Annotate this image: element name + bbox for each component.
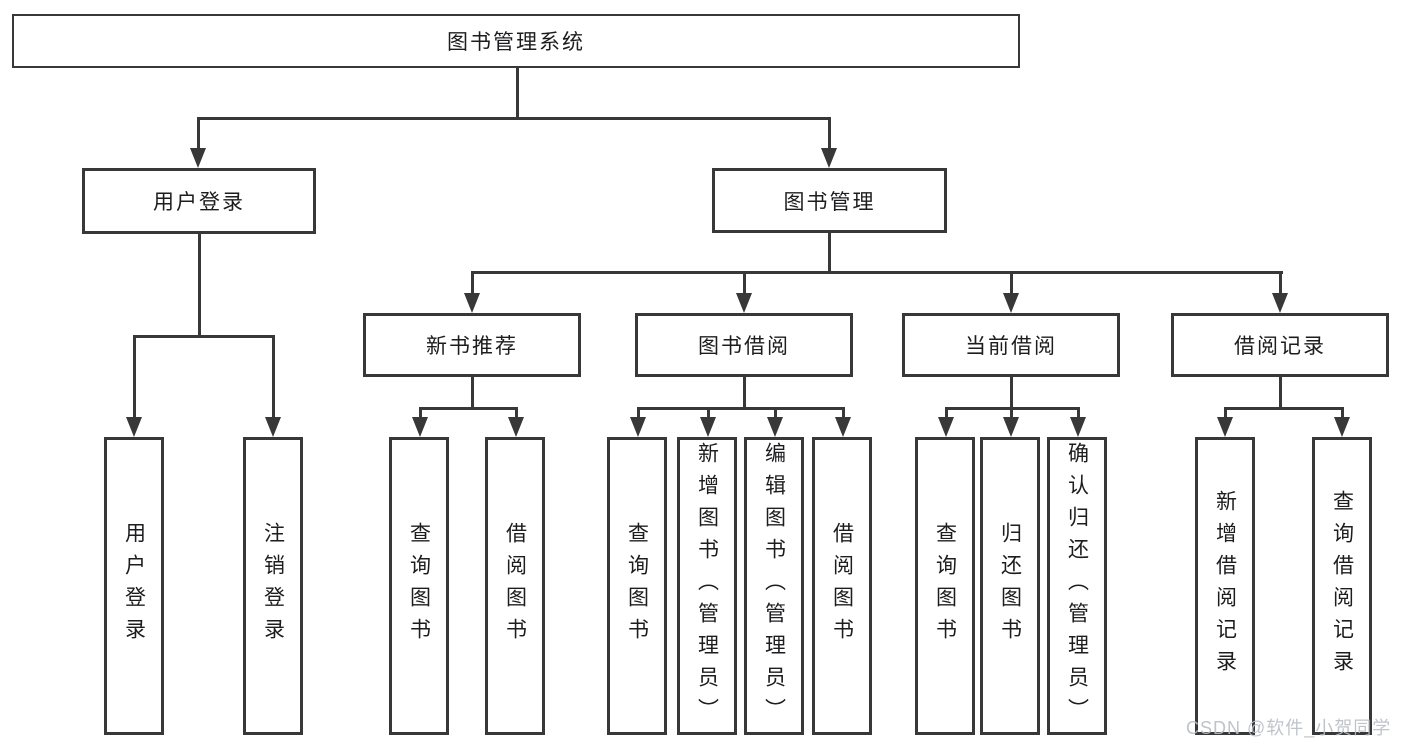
- arrowhead-icon: [126, 417, 142, 437]
- connector-to-user-login: [197, 117, 200, 151]
- node-new-book-recommend: 新书推荐: [363, 313, 581, 377]
- leaf-label: 查询图书: [625, 522, 649, 650]
- connector-to-book-borrow: [743, 271, 746, 297]
- leaf-user-login: 用户登录: [104, 437, 164, 735]
- connector-bb-c1: [637, 407, 640, 421]
- connector-cb-c3: [1077, 407, 1080, 421]
- arrowhead-icon: [190, 148, 206, 168]
- connector-to-leaf-logout: [272, 335, 275, 419]
- connector-nb-right: [515, 407, 518, 421]
- arrowhead-icon: [821, 148, 837, 168]
- node-label: 当前借阅: [965, 335, 1057, 358]
- arrowhead-icon: [736, 293, 752, 313]
- arrowhead-icon: [412, 417, 428, 437]
- connector-root-stem: [516, 66, 519, 119]
- leaf-label: 确认归还（管理员）: [1065, 442, 1089, 730]
- connector-nb-stem: [471, 375, 474, 410]
- leaf-bb-add-books-admin: 新增图书（管理员）: [677, 437, 737, 735]
- leaf-bb-edit-books-admin: 编辑图书（管理员）: [744, 437, 804, 735]
- arrowhead-icon: [1003, 417, 1019, 437]
- connector-mgmt-stem: [828, 231, 831, 273]
- leaf-logout: 注销登录: [243, 437, 303, 735]
- connector-mgmt-branch: [471, 271, 1283, 274]
- connector-bb-c4: [842, 407, 845, 421]
- leaf-cb-return-books: 归还图书: [980, 437, 1040, 735]
- connector-to-borrow-records: [1279, 271, 1282, 297]
- leaf-label: 查询图书: [407, 522, 431, 650]
- node-label: 图书管理: [783, 190, 876, 214]
- connector-bb-c3: [774, 407, 777, 421]
- connector-root-branch: [197, 117, 831, 120]
- connector-cb-stem: [1010, 375, 1013, 410]
- leaf-nb-borrow-books: 借阅图书: [485, 437, 545, 735]
- node-label: 新书推荐: [426, 335, 518, 358]
- node-current-borrowing: 当前借阅: [902, 313, 1120, 377]
- node-book-borrowing: 图书借阅: [635, 313, 853, 377]
- arrowhead-icon: [1003, 293, 1019, 313]
- connector-bb-stem: [743, 375, 746, 410]
- connector-cb-c2: [1010, 407, 1013, 421]
- leaf-label: 用户登录: [122, 522, 146, 650]
- leaf-br-query-record: 查询借阅记录: [1312, 437, 1372, 735]
- node-label: 用户登录: [153, 191, 245, 214]
- connector-bb-branch: [637, 407, 845, 410]
- connector-to-current-borrow: [1010, 271, 1013, 297]
- connector-user-branch: [133, 335, 275, 338]
- leaf-br-add-record: 新增借阅记录: [1195, 437, 1255, 735]
- leaf-label: 编辑图书（管理员）: [762, 442, 786, 730]
- arrowhead-icon: [700, 417, 716, 437]
- arrowhead-icon: [508, 417, 524, 437]
- connector-user-stem: [198, 232, 201, 337]
- arrowhead-icon: [464, 293, 480, 313]
- node-label: 图书管理系统: [447, 31, 585, 54]
- arrowhead-icon: [1217, 417, 1233, 437]
- leaf-label: 归还图书: [998, 522, 1022, 650]
- arrowhead-icon: [265, 417, 281, 437]
- connector-br-branch: [1224, 407, 1343, 410]
- arrowhead-icon: [938, 417, 954, 437]
- connector-nb-left: [419, 407, 422, 421]
- connector-bb-c2: [707, 407, 710, 421]
- node-library-system: 图书管理系统: [12, 14, 1020, 68]
- leaf-cb-query-books: 查询图书: [915, 437, 975, 735]
- connector-br-right: [1341, 407, 1344, 421]
- leaf-label: 查询借阅记录: [1330, 490, 1354, 682]
- leaf-bb-borrow-books: 借阅图书: [812, 437, 872, 735]
- leaf-label: 新增借阅记录: [1213, 490, 1237, 682]
- leaf-label: 借阅图书: [503, 522, 527, 650]
- arrowhead-icon: [630, 417, 646, 437]
- arrowhead-icon: [1334, 417, 1350, 437]
- node-label: 借阅记录: [1234, 335, 1326, 358]
- arrowhead-icon: [835, 417, 851, 437]
- leaf-cb-confirm-return-admin: 确认归还（管理员）: [1047, 437, 1107, 735]
- leaf-nb-query-books: 查询图书: [389, 437, 449, 735]
- leaf-bb-query-books: 查询图书: [607, 437, 667, 735]
- arrowhead-icon: [1070, 417, 1086, 437]
- node-book-management: 图书管理: [712, 168, 947, 233]
- connector-nb-branch: [419, 407, 518, 410]
- leaf-label: 查询图书: [933, 522, 957, 650]
- leaf-label: 注销登录: [261, 522, 285, 650]
- connector-br-stem: [1279, 375, 1282, 410]
- connector-to-book-mgmt: [828, 117, 831, 151]
- leaf-label: 借阅图书: [830, 522, 854, 650]
- arrowhead-icon: [1272, 293, 1288, 313]
- connector-br-left: [1224, 407, 1227, 421]
- arrowhead-icon: [767, 417, 783, 437]
- connector-to-leaf-login: [133, 335, 136, 419]
- connector-cb-c1: [945, 407, 948, 421]
- node-borrow-records: 借阅记录: [1171, 313, 1389, 377]
- csdn-watermark: CSDN @软件_小贺同学: [1186, 718, 1392, 738]
- node-label: 图书借阅: [698, 335, 790, 358]
- node-user-login: 用户登录: [82, 168, 316, 234]
- connector-to-new-books: [471, 271, 474, 297]
- leaf-label: 新增图书（管理员）: [695, 442, 719, 730]
